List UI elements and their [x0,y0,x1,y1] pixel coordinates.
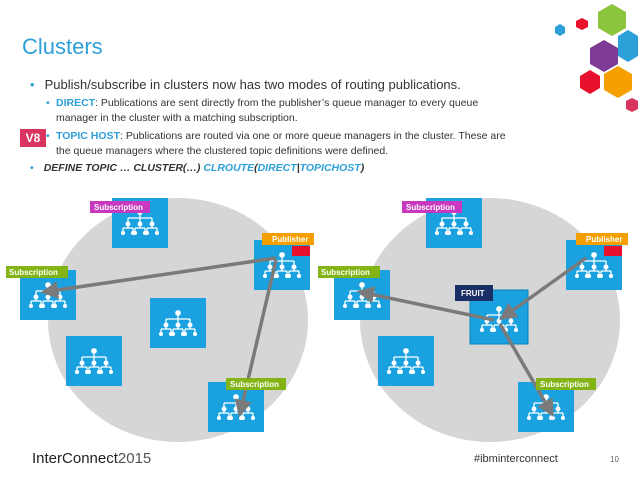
bullet-main-text: Publish/subscribe in clusters now has tw… [44,77,461,92]
define-paren-open: ( [254,162,258,174]
label-fruit: FRUIT [461,289,485,298]
label-bg-subscription-left [6,266,68,278]
label-bg-fruit [455,285,493,301]
define-clroute: CLROUTE [203,162,255,174]
label-bg-subscription-top [90,201,150,213]
bullet-topichost: •TOPIC HOST: Publications are routed via… [46,130,506,157]
queue-manager-center [150,298,206,348]
page-number: 10 [610,455,619,464]
define-topichost: TOPICHOST [299,162,361,174]
logo-text-a: InterConnect [32,450,118,467]
label-bg-publisher [262,233,314,245]
hashtag: #ibminterconnect [474,453,558,465]
diagram-right: Subscription Publisher Subscription FRUI… [318,198,628,442]
define-direct: DIRECT [257,162,297,174]
label-subscription-top: Subscription [406,203,455,212]
queue-manager-bottom-left [378,336,434,386]
label-bg-subscription-bottom [226,378,286,390]
label-bg-subscription-bottom [536,378,596,390]
direct-text-2: manager in the cluster with a matching s… [56,112,298,124]
arrow-to-left [40,256,277,299]
arrow-to-topic-host [499,256,588,321]
topichost-text: : Publications are routed via one or mor… [119,130,506,142]
direct-key: DIRECT [56,97,96,109]
topichost-text-2: the queue managers where the clustered t… [56,145,389,157]
label-bg-subscription-top [402,201,462,213]
define-paren-close: ) [360,162,365,174]
bullet-main: •Publish/subscribe in clusters now has t… [30,77,461,92]
label-subscription-bottom: Subscription [230,380,279,389]
define-bar: | [296,162,300,174]
label-subscription-bottom: Subscription [540,380,589,389]
hexagon-pattern-icon [555,4,638,112]
publisher-marker [292,246,310,256]
logo-text-b: 2015 [117,450,152,467]
queue-manager-bottom-left [66,336,122,386]
label-bg-subscription-left [318,266,380,278]
direct-text: : Publications are sent directly from th… [95,97,479,109]
bullet-direct: •DIRECT: Publications are sent directly … [46,97,479,124]
publisher-marker [604,246,622,256]
interconnect-logo: InterConnect2015 [32,450,151,467]
arrow-to-left [356,286,495,322]
label-subscription-left: Subscription [321,268,370,277]
bullet-define: •DEFINE TOPIC … CLUSTER(…) CLROUTE(DIREC… [30,162,365,174]
label-bg-publisher [576,233,628,245]
v8-badge: V8 [20,129,46,147]
topichost-key: TOPIC HOST [56,130,120,142]
define-prefix: DEFINE TOPIC … CLUSTER(…) [43,162,204,174]
queue-manager-publisher [254,240,310,290]
label-publisher: Publisher [272,235,308,244]
page-title: Clusters [22,34,103,59]
arrow-to-bottom [498,323,554,418]
label-subscription-top: Subscription [94,203,143,212]
label-subscription-left: Subscription [9,268,58,277]
label-publisher: Publisher [586,235,622,244]
diagram-left: Subscription Publisher Subscription Subs… [6,198,314,442]
